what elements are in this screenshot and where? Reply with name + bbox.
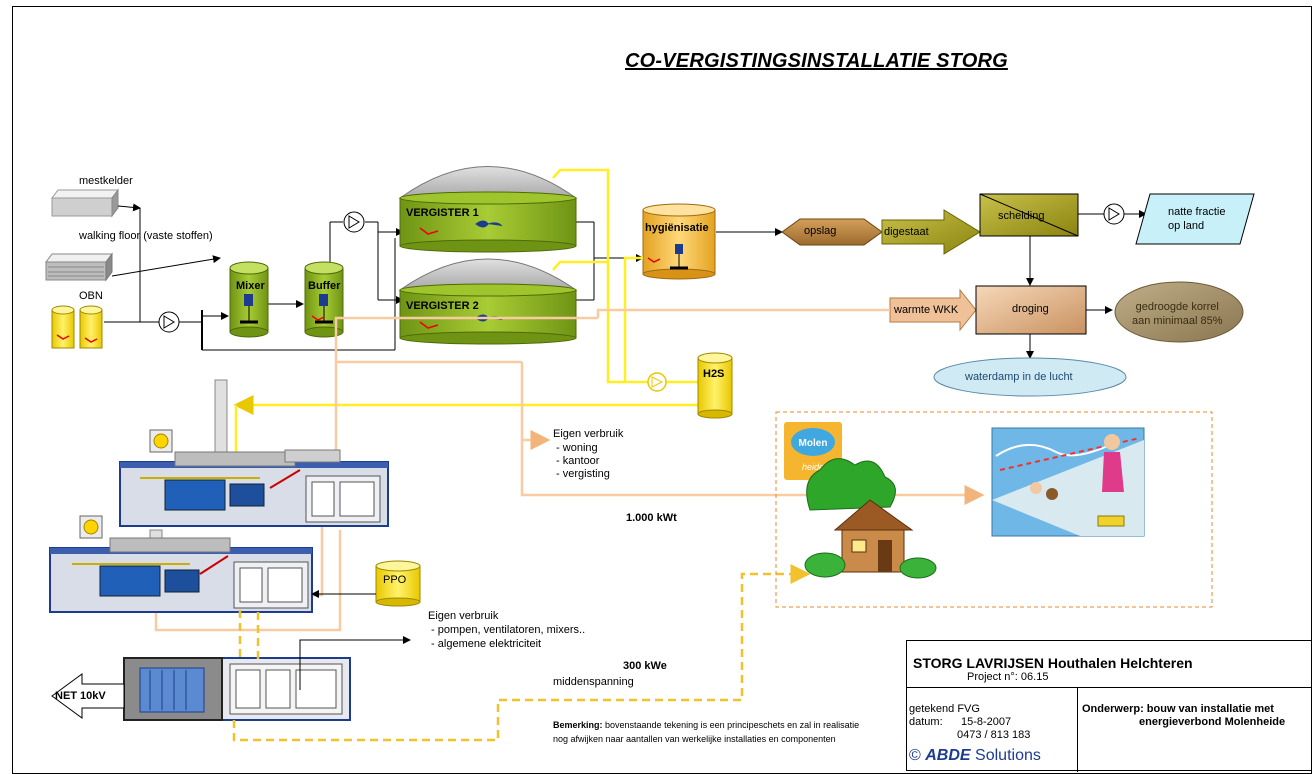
droging-box: [975, 285, 1087, 335]
natte-fractie-label: natte fractie op land: [1168, 206, 1226, 232]
remark-text: nog afwijken naar aantallen van werkelij…: [553, 734, 836, 744]
vergister-2-label: VERGISTER 2: [406, 300, 479, 312]
obn-tanks: [51, 305, 103, 349]
abde-label: ABDE: [925, 747, 971, 764]
pump-icon: [158, 311, 180, 333]
eigen-verbruik-2-item: - pompen, ventilatoren, mixers..: [428, 624, 586, 636]
chp-unit-1: [119, 379, 389, 527]
remark-label: Bemerking:: [553, 720, 603, 730]
svg-text:heide: heide: [802, 462, 824, 472]
getekend: getekend FVG: [909, 703, 980, 715]
droging-label: droging: [1012, 303, 1049, 315]
datum: datum: 15-8-2007: [909, 716, 1012, 728]
chp-unit-2: [49, 515, 313, 613]
company-name: STORG LAVRIJSEN Houthalen Helchteren: [913, 655, 1193, 671]
onderwerp-line-1: Onderwerp: bouw van installatie met: [1082, 703, 1274, 715]
warmte-wkk-label: warmte WKK: [894, 304, 959, 316]
mixer-label: Mixer: [236, 280, 265, 292]
electrical-lines: [299, 636, 411, 690]
ppo-tank: [375, 560, 421, 607]
phone: 0473 / 813 183: [957, 729, 1031, 741]
title-block-header: [907, 641, 1311, 688]
kwe-label: 300 kWe: [623, 660, 667, 672]
copyright-symbol: ©: [909, 747, 921, 764]
remark-text: bovenstaande tekening is een principesch…: [602, 720, 860, 730]
walking-floor-label: walking floor (vaste stoffen): [79, 230, 213, 242]
page-title: CO-VERGISTINGSINSTALLATIE STORG: [625, 50, 1008, 72]
vergister-1-tank: [398, 166, 578, 253]
walking-floor: [45, 252, 113, 282]
eigen-verbruik-2-item: - algemene elektriciteit: [428, 638, 542, 650]
korrel-label: gedroogde korrel aan minimaal 85%: [1132, 301, 1223, 327]
remark: Bemerking: bovenstaande tekening is een …: [553, 720, 859, 730]
project-number: Project n°: 06.15: [967, 671, 1049, 683]
obn-label: OBN: [79, 290, 103, 302]
natte-fractie-shape: [1135, 193, 1255, 245]
swimming-pool-clipart: [991, 427, 1145, 537]
solutions-label: Solutions: [970, 747, 1041, 764]
h2s-label: H2S: [703, 368, 725, 380]
eigen-verbruik-1-item: - woning: [553, 442, 598, 454]
mixer-tank: [229, 261, 269, 338]
buffer-label: Buffer: [308, 280, 341, 292]
pump-icon: [343, 211, 365, 233]
eigen-verbruik-1-item: - kantoor: [553, 455, 600, 467]
eigen-verbruik-1-item: - vergisting: [553, 468, 610, 480]
scheiding-box: [979, 193, 1079, 237]
transformer-station: [123, 657, 351, 721]
pump-icon: [1103, 203, 1125, 225]
buffer-tank: [304, 261, 344, 338]
onderwerp-line-2: energieverbond Molenheide: [1139, 716, 1286, 728]
korrel-ellipse: [1114, 281, 1244, 343]
digestaat-label: digestaat: [884, 226, 929, 238]
warmte-wkk-arrow: [889, 288, 977, 332]
digestaat-arrow: [881, 209, 981, 255]
molenheide-area: [775, 411, 1213, 608]
net-arrow: [51, 673, 125, 719]
h2s-tank: [697, 352, 733, 419]
opslag-label: opslag: [804, 225, 837, 237]
waterdamp-label: waterdamp in de lucht: [965, 371, 1073, 383]
cabin-clipart: [804, 458, 937, 579]
hygienisatie-tank: [642, 203, 716, 280]
svg-text:Molen: Molen: [799, 438, 828, 449]
kwt-label: 1.000 kWt: [626, 512, 677, 524]
copyright: © ABDE Solutions: [909, 747, 1041, 765]
title-block-divider: [1077, 687, 1078, 772]
vergister-1-label: VERGISTER 1: [406, 207, 479, 219]
power-dashed-lines: [232, 564, 811, 742]
scheiding-label: scheiding: [998, 210, 1045, 222]
pump-icon: [647, 372, 667, 392]
hygienisatie-label: hygiënisatie: [645, 222, 709, 234]
mestkelder-tank: [51, 188, 119, 218]
title-block: STORG LAVRIJSEN Houthalen Helchteren Pro…: [906, 640, 1312, 772]
eigen-verbruik-2-heading: Eigen verbruik: [428, 610, 499, 622]
waterdamp-ellipse: [933, 357, 1127, 397]
vergister-2-tank: [398, 258, 578, 345]
middenspanning-label: middenspanning: [553, 676, 634, 688]
eigen-verbruik-1-heading: Eigen verbruik: [553, 428, 624, 440]
mestkelder-label: mestkelder: [79, 175, 133, 187]
net-label: NET 10kV: [55, 690, 106, 702]
ppo-label: PPO: [383, 574, 407, 586]
